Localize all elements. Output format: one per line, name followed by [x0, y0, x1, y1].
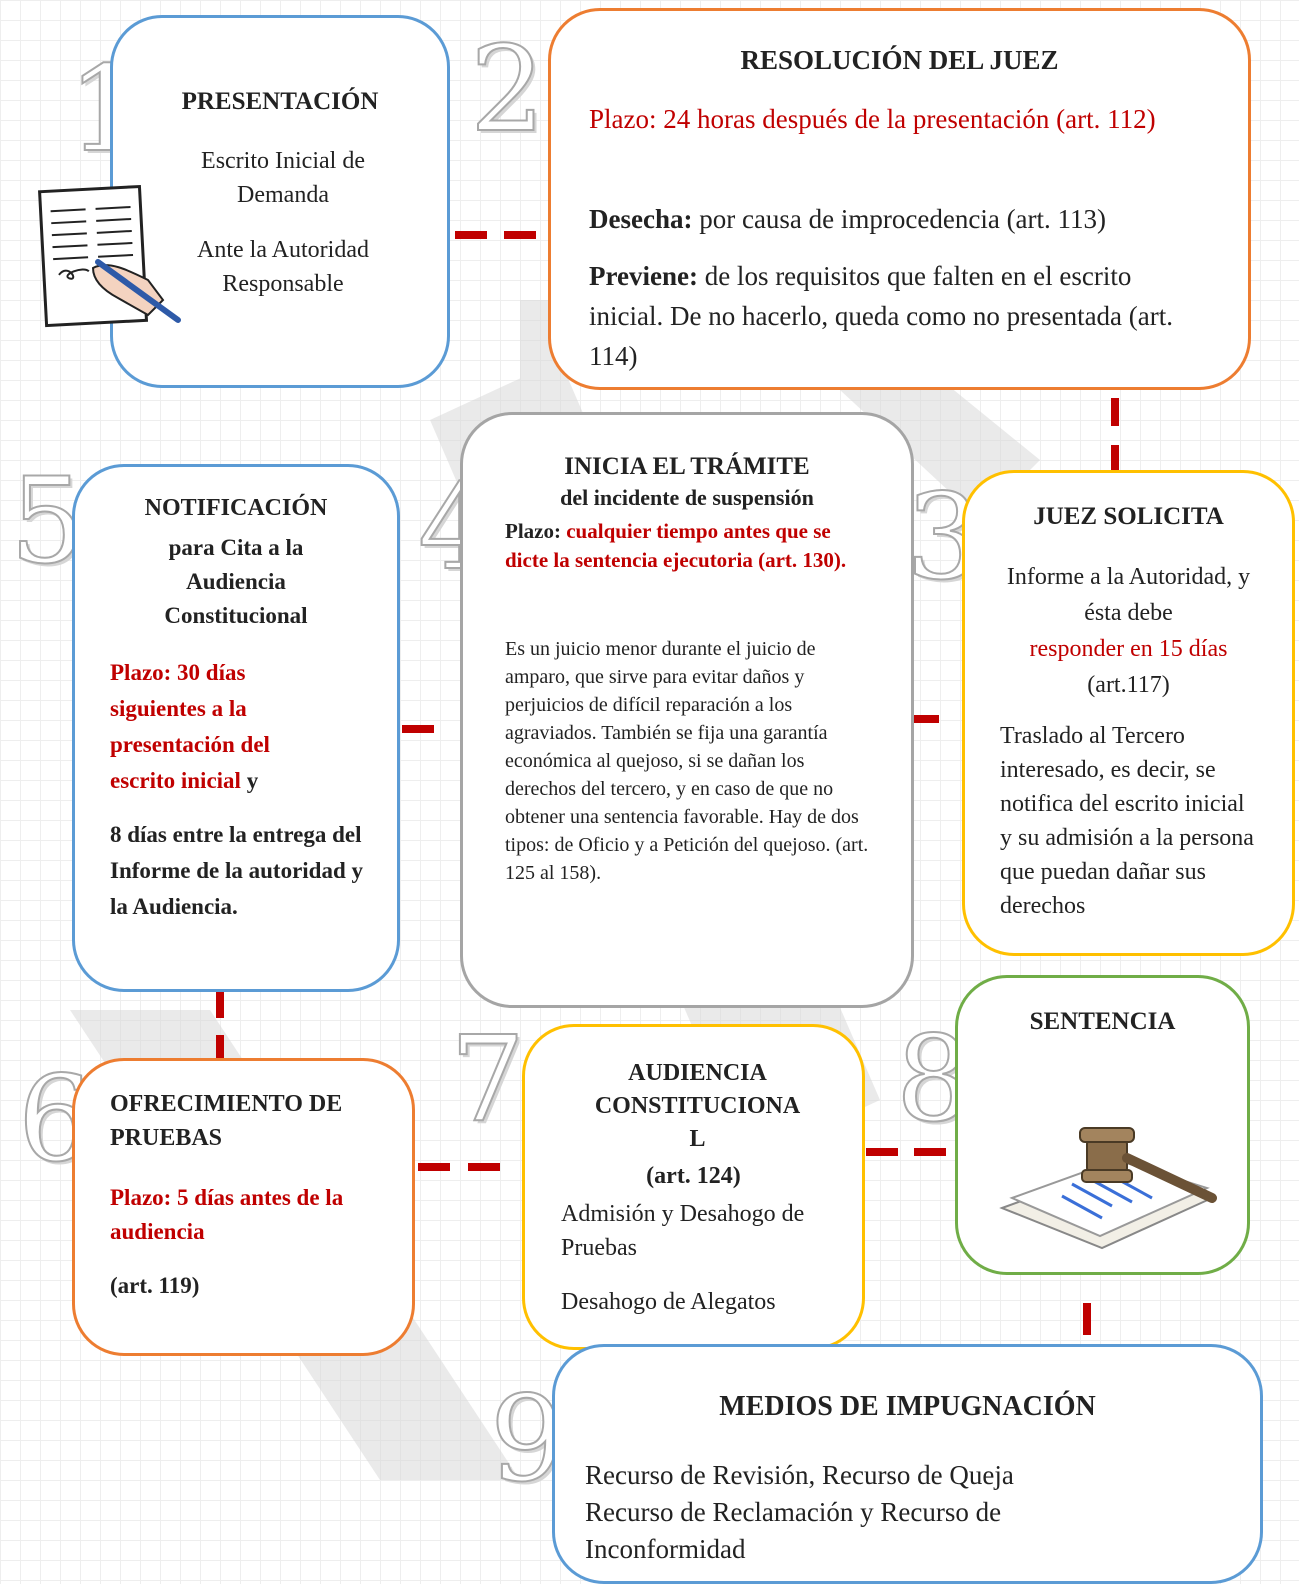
gavel-icon [999, 1127, 1217, 1250]
desecha-text: por causa de improcedencia (art. 113) [692, 204, 1107, 234]
step-3-line-red: responder en 15 días [1029, 636, 1228, 662]
step-number-2: 2 [469, 20, 546, 158]
document-signing-icon [38, 184, 181, 328]
step-5-plazo: Plazo: 30 días siguientes a la presentac… [110, 655, 340, 799]
step-4-inicia-tramite: INICIA EL TRÁMITE del incidente de suspe… [460, 412, 914, 1008]
connector-1-2b [504, 231, 536, 239]
step-3-line1: Informe a la Autoridad, y ésta debe [1006, 564, 1251, 626]
connector-3-4 [907, 715, 939, 723]
step-4-plazo: Plazo: cualquier tiempo antes que se dic… [505, 517, 850, 575]
step-7-art: (art. 124) [646, 1163, 741, 1189]
step-5-plazo-red: Plazo: 30 días siguientes a la presentac… [110, 660, 270, 793]
step-6-ofrecimiento-pruebas: OFRECIMIENTO DE PRUEBAS Plazo: 5 días an… [72, 1058, 415, 1356]
step-1-line2: Ante la Autoridad Responsable [197, 237, 369, 297]
connector-5-6b [216, 1035, 224, 1063]
connector-2-3b [1111, 445, 1119, 473]
step-8-title: SENTENCIA [1029, 1008, 1176, 1035]
step-3-informe: Informe a la Autoridad, y ésta debe resp… [995, 559, 1262, 703]
step-2-title: RESOLUCIÓN DEL JUEZ [740, 45, 1059, 75]
previene-label: Previene: [589, 261, 698, 291]
step-1-title: PRESENTACIÓN [181, 88, 379, 115]
step-5-notificacion: NOTIFICACIÓN para Cita a la Audiencia Co… [72, 464, 400, 992]
previene-text: de los requisitos que falten en el escri… [589, 261, 1174, 371]
step-4-subtitle: del incidente de suspensión [560, 485, 814, 510]
step-6-plazo: Plazo: 5 días antes de la audiencia [110, 1185, 344, 1244]
step-5-para: 8 días entre la entrega del Informe de l… [110, 822, 363, 919]
step-7-line1: Admisión y Desahogo de Pruebas [561, 1201, 805, 1261]
connector-6-7b [468, 1163, 500, 1171]
step-1-line1: Escrito Inicial de Demanda [201, 148, 365, 208]
step-9-line1: Recurso de Revisión, Recurso de Queja [585, 1460, 1014, 1490]
step-5-title: NOTIFICACIÓN [144, 495, 328, 521]
connector-7-8 [866, 1148, 898, 1156]
step-5-plazo-tail: y [240, 768, 259, 793]
connector-1-2 [455, 231, 487, 239]
connector-6-7 [418, 1163, 450, 1171]
step-4-plazo-label: Plazo: [505, 519, 561, 543]
step-7-title: AUDIENCIA CONSTITUCIONA L [594, 1060, 801, 1152]
step-7-audiencia: AUDIENCIA CONSTITUCIONA L (art. 124) Adm… [522, 1024, 865, 1350]
step-2-resolucion: RESOLUCIÓN DEL JUEZ Plazo: 24 horas desp… [548, 8, 1251, 390]
connector-5-6 [216, 990, 224, 1018]
step-5-subtitle: para Cita a la Audiencia Constitucional [164, 535, 308, 628]
step-3-juez-solicita: JUEZ SOLICITA Informe a la Autoridad, y … [962, 470, 1295, 956]
step-4-para: Es un juicio menor durante el juicio de … [505, 638, 869, 884]
step-3-title: JUEZ SOLICITA [1033, 503, 1224, 530]
step-2-plazo: Plazo: 24 horas después de la presentaci… [589, 104, 1156, 134]
step-9-medios-impugnacion: MEDIOS DE IMPUGNACIÓN Recurso de Revisió… [552, 1344, 1263, 1584]
connector-4-5 [402, 725, 434, 733]
step-3-line2: (art.117) [1087, 672, 1170, 698]
step-number-7: 7 [449, 1010, 526, 1148]
step-4-title: INICIA EL TRÁMITE [564, 453, 810, 480]
connector-7-8b [914, 1148, 946, 1156]
step-4-plazo-text: cualquier tiempo antes que se dicte la s… [505, 519, 847, 572]
step-9-line2: Recurso de Reclamación y Recurso de Inco… [585, 1497, 1002, 1564]
step-3-para: Traslado al Tercero interesado, es decir… [1000, 723, 1254, 919]
step-2-previene: Previene: de los requisitos que falten e… [589, 256, 1209, 376]
connector-8-9 [1083, 1303, 1091, 1335]
step-9-title: MEDIOS DE IMPUGNACIÓN [719, 1391, 1096, 1422]
step-6-art: (art. 119) [110, 1273, 200, 1298]
connector-2-3 [1111, 398, 1119, 426]
desecha-label: Desecha: [589, 204, 693, 234]
step-6-title: OFRECIMIENTO DE PRUEBAS [110, 1091, 343, 1151]
step-2-desecha: Desecha: por causa de improcedencia (art… [589, 199, 1209, 239]
step-7-line2: Desahogo de Alegatos [561, 1289, 776, 1315]
step-8-sentencia: SENTENCIA [955, 975, 1250, 1275]
